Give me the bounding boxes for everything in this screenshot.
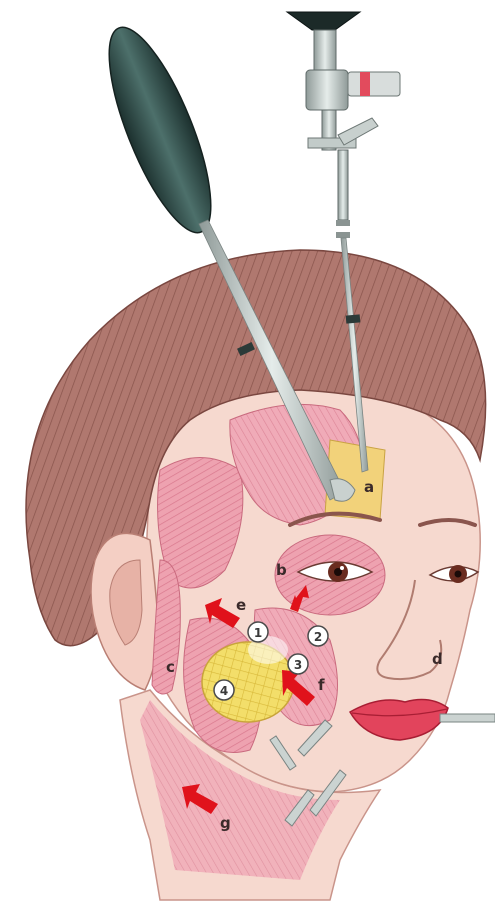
label-a: a <box>364 478 374 496</box>
marker-3: 3 <box>288 654 308 674</box>
svg-text:2: 2 <box>314 630 322 644</box>
marker-2: 2 <box>308 626 328 646</box>
svg-text:1: 1 <box>254 626 262 640</box>
svg-text:3: 3 <box>294 658 302 672</box>
marker-1: 1 <box>248 622 268 642</box>
label-b: b <box>276 561 287 579</box>
label-e: e <box>236 596 246 614</box>
marker-4: 4 <box>214 680 234 700</box>
label-c: c <box>166 658 175 676</box>
label-f: f <box>318 676 325 694</box>
label-g: g <box>220 814 231 832</box>
label-d: d <box>432 650 443 668</box>
svg-text:4: 4 <box>220 684 228 698</box>
